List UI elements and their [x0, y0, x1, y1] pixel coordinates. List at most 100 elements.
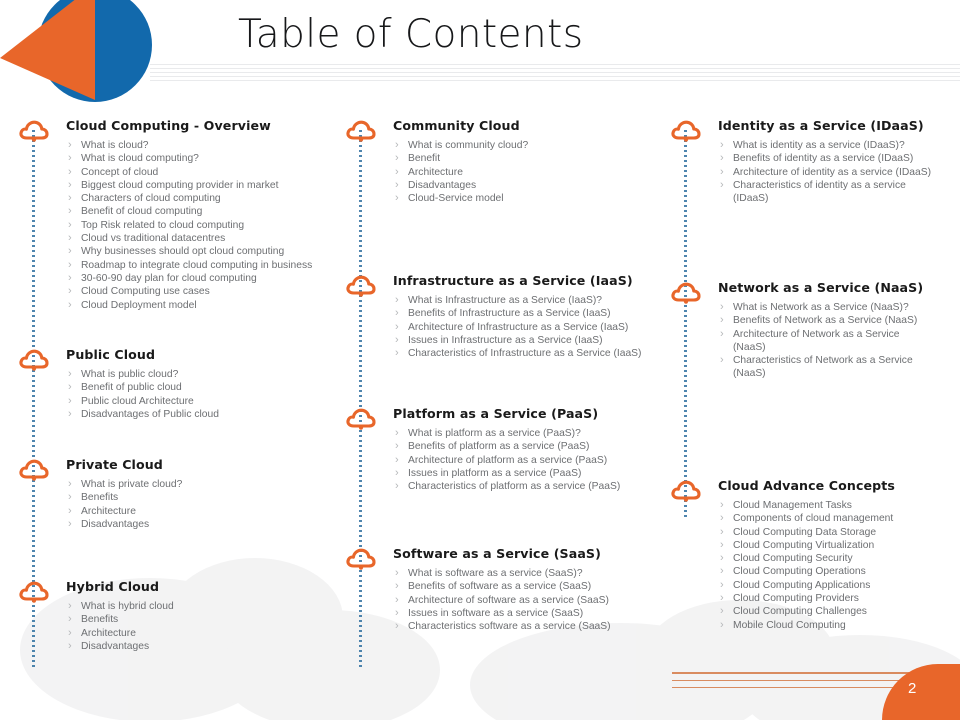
list-item[interactable]: Architecture of Infrastructure as a Serv…: [393, 321, 675, 335]
list-item[interactable]: Architecture of software as a service (S…: [393, 594, 675, 608]
list-item[interactable]: Cloud Computing Data Storage: [718, 526, 955, 540]
section-body: Public Cloud What is public cloud? Benef…: [66, 347, 348, 422]
section-heading: Network as a Service (NaaS): [718, 280, 924, 295]
list-item[interactable]: Cloud vs traditional datacentres: [66, 232, 348, 246]
list-item[interactable]: 30-60-90 day plan for cloud computing: [66, 272, 348, 286]
page-title: Table of Contents: [238, 12, 584, 57]
list-item[interactable]: What is software as a service (SaaS)?: [393, 567, 675, 581]
list-item[interactable]: Public cloud Architecture: [66, 395, 348, 409]
toc-section-cloud-advance-concepts[interactable]: Cloud Advance Concepts Cloud Management …: [670, 478, 955, 633]
toc-section-platform-as-a-service[interactable]: Platform as a Service (PaaS) What is pla…: [345, 406, 675, 494]
toc-section-community-cloud[interactable]: Community Cloud What is community cloud?…: [345, 118, 675, 206]
list-item[interactable]: What is platform as a service (PaaS)?: [393, 427, 675, 441]
list-item[interactable]: What is cloud?: [66, 139, 348, 153]
page-number: 2: [908, 680, 917, 697]
list-item[interactable]: Architecture: [66, 627, 348, 641]
list-item[interactable]: Benefits: [66, 613, 348, 627]
list-item[interactable]: Cloud Deployment model: [66, 299, 348, 313]
list-item[interactable]: Architecture of identity as a service (I…: [718, 166, 933, 180]
list-item[interactable]: Issues in platform as a service (PaaS): [393, 467, 675, 481]
toc-section-hybrid-cloud[interactable]: Hybrid Cloud What is hybrid cloud Benefi…: [18, 579, 348, 654]
list-item[interactable]: Benefits: [66, 491, 348, 505]
list-item[interactable]: Benefits of Network as a Service (NaaS): [718, 314, 933, 328]
list-item[interactable]: Concept of cloud: [66, 166, 348, 180]
list-item[interactable]: Benefits of Infrastructure as a Service …: [393, 307, 675, 321]
cloud-icon: [671, 120, 701, 142]
list-item[interactable]: Cloud Computing use cases: [66, 285, 348, 299]
list-item[interactable]: Cloud Computing Security: [718, 552, 955, 566]
list-item[interactable]: Architecture: [393, 166, 675, 180]
list-item[interactable]: What is hybrid cloud: [66, 600, 348, 614]
list-item[interactable]: Cloud Computing Applications: [718, 579, 955, 593]
list-item[interactable]: Cloud Computing Virtualization: [718, 539, 955, 553]
list-item[interactable]: Roadmap to integrate cloud computing in …: [66, 259, 348, 273]
cloud-icon: [671, 282, 701, 304]
list-item[interactable]: What is Infrastructure as a Service (Iaa…: [393, 294, 675, 308]
list-item[interactable]: Biggest cloud computing provider in mark…: [66, 179, 348, 193]
section-item-list: What is software as a service (SaaS)? Be…: [393, 567, 675, 634]
toc-section-cloud-computing-overview[interactable]: Cloud Computing - Overview What is cloud…: [18, 118, 348, 313]
section-heading: Software as a Service (SaaS): [393, 546, 601, 561]
list-item[interactable]: Issues in software as a service (SaaS): [393, 607, 675, 621]
list-item[interactable]: Architecture of Network as a Service (Na…: [718, 328, 933, 355]
list-item[interactable]: Cloud Computing Challenges: [718, 605, 955, 619]
list-item[interactable]: Characteristics of platform as a service…: [393, 480, 675, 494]
toc-section-network-as-a-service[interactable]: Network as a Service (NaaS) What is Netw…: [670, 280, 955, 381]
list-item[interactable]: Benefit: [393, 152, 675, 166]
list-item[interactable]: Top Risk related to cloud computing: [66, 219, 348, 233]
list-item[interactable]: Benefits of platform as a service (PaaS): [393, 440, 675, 454]
list-item[interactable]: Disadvantages: [66, 640, 348, 654]
section-body: Cloud Computing - Overview What is cloud…: [66, 118, 348, 312]
cloud-icon: [346, 120, 376, 142]
list-item[interactable]: Characteristics software as a service (S…: [393, 620, 675, 634]
balloon-string-2: [359, 130, 362, 670]
list-item[interactable]: What is Network as a Service (NaaS)?: [718, 301, 955, 315]
list-item[interactable]: Benefits of identity as a service (IDaaS…: [718, 152, 955, 166]
list-item[interactable]: What is cloud computing?: [66, 152, 348, 166]
list-item[interactable]: Why businesses should opt cloud computin…: [66, 245, 348, 259]
list-item[interactable]: Characteristics of identity as a service…: [718, 179, 933, 206]
list-item[interactable]: Disadvantages: [393, 179, 675, 193]
list-item[interactable]: Mobile Cloud Computing: [718, 619, 955, 633]
toc-section-identity-as-a-service[interactable]: Identity as a Service (IDaaS) What is id…: [670, 118, 955, 206]
section-body: Identity as a Service (IDaaS) What is id…: [718, 118, 955, 206]
list-item[interactable]: Benefit of public cloud: [66, 381, 348, 395]
list-item[interactable]: Architecture: [66, 505, 348, 519]
section-item-list: What is private cloud? Benefits Architec…: [66, 478, 348, 532]
toc-section-private-cloud[interactable]: Private Cloud What is private cloud? Ben…: [18, 457, 348, 532]
list-item[interactable]: Cloud Computing Providers: [718, 592, 955, 606]
toc-section-infrastructure-as-a-service[interactable]: Infrastructure as a Service (IaaS) What …: [345, 273, 675, 361]
footer-decorative-lines: [672, 672, 922, 694]
list-item[interactable]: Disadvantages: [66, 518, 348, 532]
list-item[interactable]: Cloud Computing Operations: [718, 565, 955, 579]
list-item[interactable]: Benefit of cloud computing: [66, 205, 348, 219]
list-item[interactable]: Architecture of platform as a service (P…: [393, 454, 675, 468]
list-item[interactable]: Benefits of software as a service (SaaS): [393, 580, 675, 594]
list-item[interactable]: What is private cloud?: [66, 478, 348, 492]
list-item[interactable]: What is identity as a service (IDaaS)?: [718, 139, 955, 153]
section-item-list: Cloud Management Tasks Components of clo…: [718, 499, 955, 633]
toc-section-software-as-a-service[interactable]: Software as a Service (SaaS) What is sof…: [345, 546, 675, 634]
balloon-string-1: [32, 130, 35, 670]
section-item-list: What is Network as a Service (NaaS)? Ben…: [718, 301, 955, 381]
list-item[interactable]: What is community cloud?: [393, 139, 675, 153]
section-heading: Hybrid Cloud: [66, 579, 160, 594]
list-item[interactable]: Components of cloud management: [718, 512, 955, 526]
section-heading: Cloud Advance Concepts: [718, 478, 895, 493]
list-item[interactable]: Cloud Management Tasks: [718, 499, 955, 513]
section-heading: Cloud Computing - Overview: [66, 118, 271, 133]
list-item[interactable]: Issues in Infrastructure as a Service (I…: [393, 334, 675, 348]
list-item[interactable]: Disadvantages of Public cloud: [66, 408, 348, 422]
list-item[interactable]: Characteristics of Network as a Service …: [718, 354, 933, 381]
toc-columns: Cloud Computing - Overview What is cloud…: [0, 118, 960, 678]
list-item[interactable]: What is public cloud?: [66, 368, 348, 382]
list-item[interactable]: Characteristics of Infrastructure as a S…: [393, 347, 675, 361]
section-body: Private Cloud What is private cloud? Ben…: [66, 457, 348, 532]
cloud-icon: [671, 480, 701, 502]
cloud-icon: [19, 459, 49, 481]
toc-section-public-cloud[interactable]: Public Cloud What is public cloud? Benef…: [18, 347, 348, 422]
section-body: Community Cloud What is community cloud?…: [393, 118, 675, 206]
list-item[interactable]: Cloud-Service model: [393, 192, 675, 206]
list-item[interactable]: Characters of cloud computing: [66, 192, 348, 206]
section-item-list: What is platform as a service (PaaS)? Be…: [393, 427, 675, 494]
